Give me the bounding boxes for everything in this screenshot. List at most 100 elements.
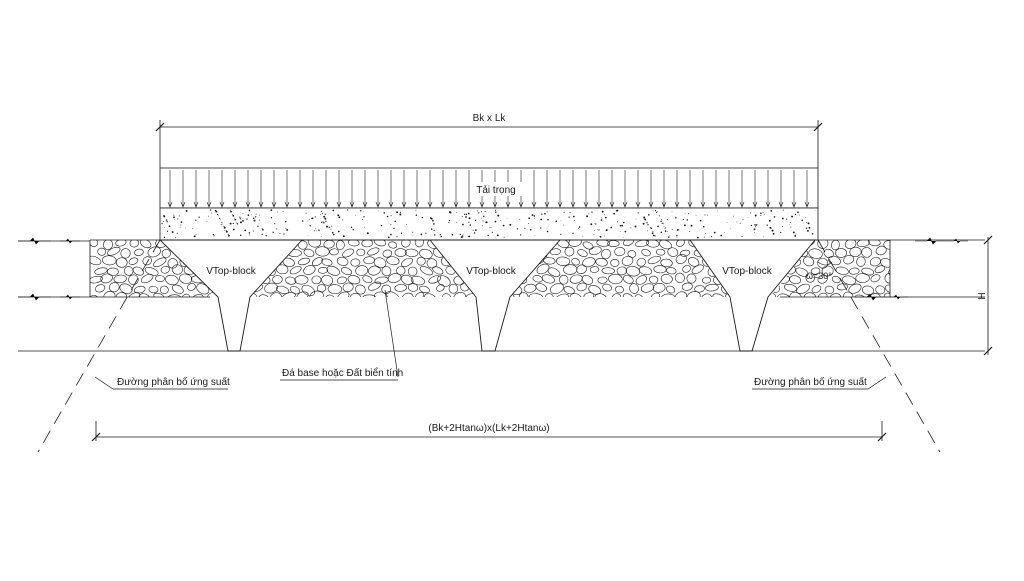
concrete-speck	[726, 222, 728, 223]
concrete-speck	[675, 217, 677, 219]
stone	[602, 283, 612, 292]
stone	[385, 291, 400, 297]
stone	[880, 258, 890, 268]
stone	[549, 248, 561, 256]
block-label-1: VTop-block	[206, 266, 256, 277]
stone	[419, 285, 430, 294]
concrete-speck	[456, 221, 458, 223]
stone	[844, 240, 857, 249]
concrete-speck	[166, 221, 168, 223]
concrete-speck	[227, 234, 230, 237]
concrete-speck	[213, 235, 215, 237]
load-arrow	[271, 170, 277, 208]
load-arrow	[206, 170, 212, 208]
vtop-block-3	[689, 239, 816, 352]
concrete-speck	[322, 221, 324, 223]
stone	[595, 257, 608, 267]
concrete-speck	[185, 210, 188, 212]
stone	[368, 265, 381, 276]
stone	[381, 284, 391, 295]
concrete-speck	[593, 233, 595, 235]
stone	[712, 293, 725, 297]
load-arrow	[349, 170, 355, 208]
stone	[884, 273, 890, 284]
concrete-speck	[252, 230, 254, 232]
concrete-speck	[623, 237, 624, 238]
concrete-speck	[604, 214, 606, 216]
load-arrow	[180, 170, 186, 208]
stone	[181, 293, 191, 297]
concrete-speck	[461, 235, 464, 237]
stone	[867, 240, 881, 247]
concrete-speck	[704, 233, 706, 235]
stone	[597, 276, 608, 284]
height-label: H	[977, 292, 988, 299]
stone	[547, 267, 561, 277]
load-arrow	[193, 170, 199, 208]
concrete-speck	[425, 232, 427, 234]
stone	[861, 267, 875, 276]
concrete-speck	[599, 235, 602, 238]
concrete-speck	[346, 209, 349, 211]
stone	[835, 266, 849, 275]
stone	[120, 248, 131, 259]
top-dimension-label: Bk x Lk	[473, 113, 507, 124]
concrete-speck	[163, 215, 166, 218]
concrete-speck	[270, 209, 273, 211]
concrete-speck	[541, 213, 543, 215]
concrete-speck	[484, 211, 486, 212]
load-arrow	[700, 170, 706, 208]
stone	[607, 240, 620, 247]
concrete-speck	[211, 212, 213, 214]
concrete-speck	[400, 232, 403, 234]
concrete-speck	[624, 230, 627, 233]
stone	[861, 247, 873, 258]
load-arrow	[778, 170, 784, 208]
load-arrow	[609, 170, 615, 208]
stone	[835, 248, 847, 258]
concrete-speck	[529, 229, 532, 231]
concrete-speck	[771, 228, 772, 229]
stone	[687, 257, 700, 267]
stone	[276, 285, 290, 294]
concrete-speck	[487, 234, 489, 237]
concrete-speck	[337, 230, 340, 233]
stress-callout-left: Đường phân bố ứng suất	[94, 376, 230, 390]
stone	[594, 293, 608, 297]
stone	[350, 258, 361, 267]
concrete-speck	[337, 214, 340, 217]
concrete-speck	[363, 216, 365, 218]
concrete-speck	[234, 218, 237, 221]
concrete-speck	[790, 226, 792, 228]
concrete-speck	[468, 235, 471, 238]
stone	[387, 273, 402, 283]
concrete-speck	[665, 227, 667, 229]
stone	[869, 257, 881, 267]
concrete-speck	[216, 213, 219, 216]
concrete-speck	[760, 212, 762, 215]
concrete-speck	[733, 215, 734, 217]
concrete-speck	[459, 233, 462, 236]
stone	[855, 273, 870, 283]
stone	[705, 283, 719, 292]
stone	[828, 255, 841, 266]
stone	[301, 284, 315, 296]
stone	[667, 247, 679, 257]
stone	[347, 240, 360, 247]
concrete-speck	[494, 237, 496, 239]
concrete-speck	[569, 211, 571, 213]
stone	[627, 250, 637, 258]
concrete-speck	[276, 228, 278, 230]
concrete-speck	[185, 227, 187, 229]
stone	[102, 255, 117, 266]
concrete-speck	[483, 215, 485, 218]
concrete-speck	[760, 214, 762, 216]
concrete-speck	[309, 225, 311, 227]
stone	[536, 263, 550, 275]
stone	[856, 240, 870, 248]
concrete-speck	[246, 218, 248, 220]
concrete-speck	[803, 222, 804, 224]
concrete-speck	[516, 228, 519, 230]
stone	[646, 240, 660, 248]
stone	[674, 291, 687, 297]
